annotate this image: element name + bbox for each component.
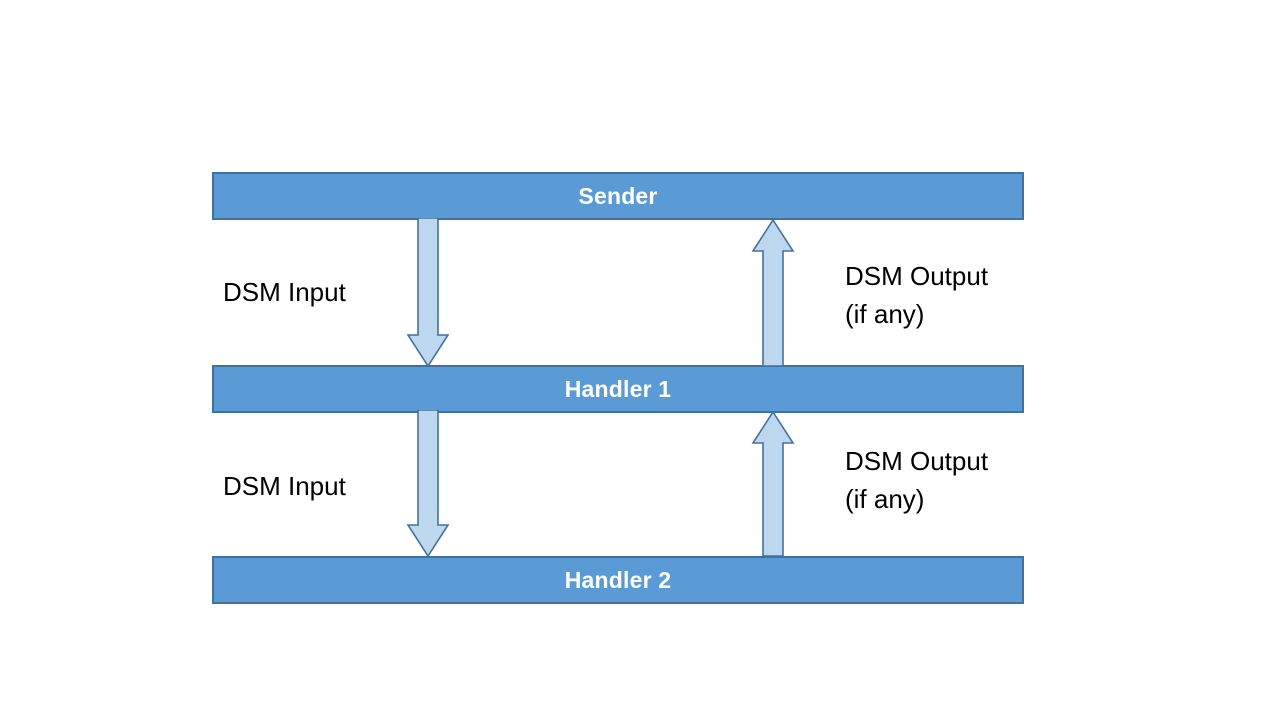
node-handler-2-label: Handler 2 xyxy=(564,566,672,593)
flow-label-dsm-output-upper: DSM Output (if any) xyxy=(845,261,989,329)
node-handler-1[interactable]: Handler 1 xyxy=(212,365,1024,413)
flow-label-dsm-input-lower: DSM Input xyxy=(223,471,346,501)
arrow-up-handler2-to-handler1-icon xyxy=(751,410,795,558)
node-handler-1-label: Handler 1 xyxy=(564,375,672,402)
node-sender-label: Sender xyxy=(578,182,658,209)
arrow-down-handler1-to-handler2-icon xyxy=(406,410,450,558)
node-handler-2[interactable]: Handler 2 xyxy=(212,556,1024,604)
node-sender[interactable]: Sender xyxy=(212,172,1024,220)
arrow-down-sender-to-handler1-icon xyxy=(406,218,450,368)
flow-label-dsm-output-lower: DSM Output (if any) xyxy=(845,446,989,514)
flow-label-dsm-input-upper: DSM Input xyxy=(223,277,346,307)
arrow-up-handler1-to-sender-icon xyxy=(751,218,795,368)
